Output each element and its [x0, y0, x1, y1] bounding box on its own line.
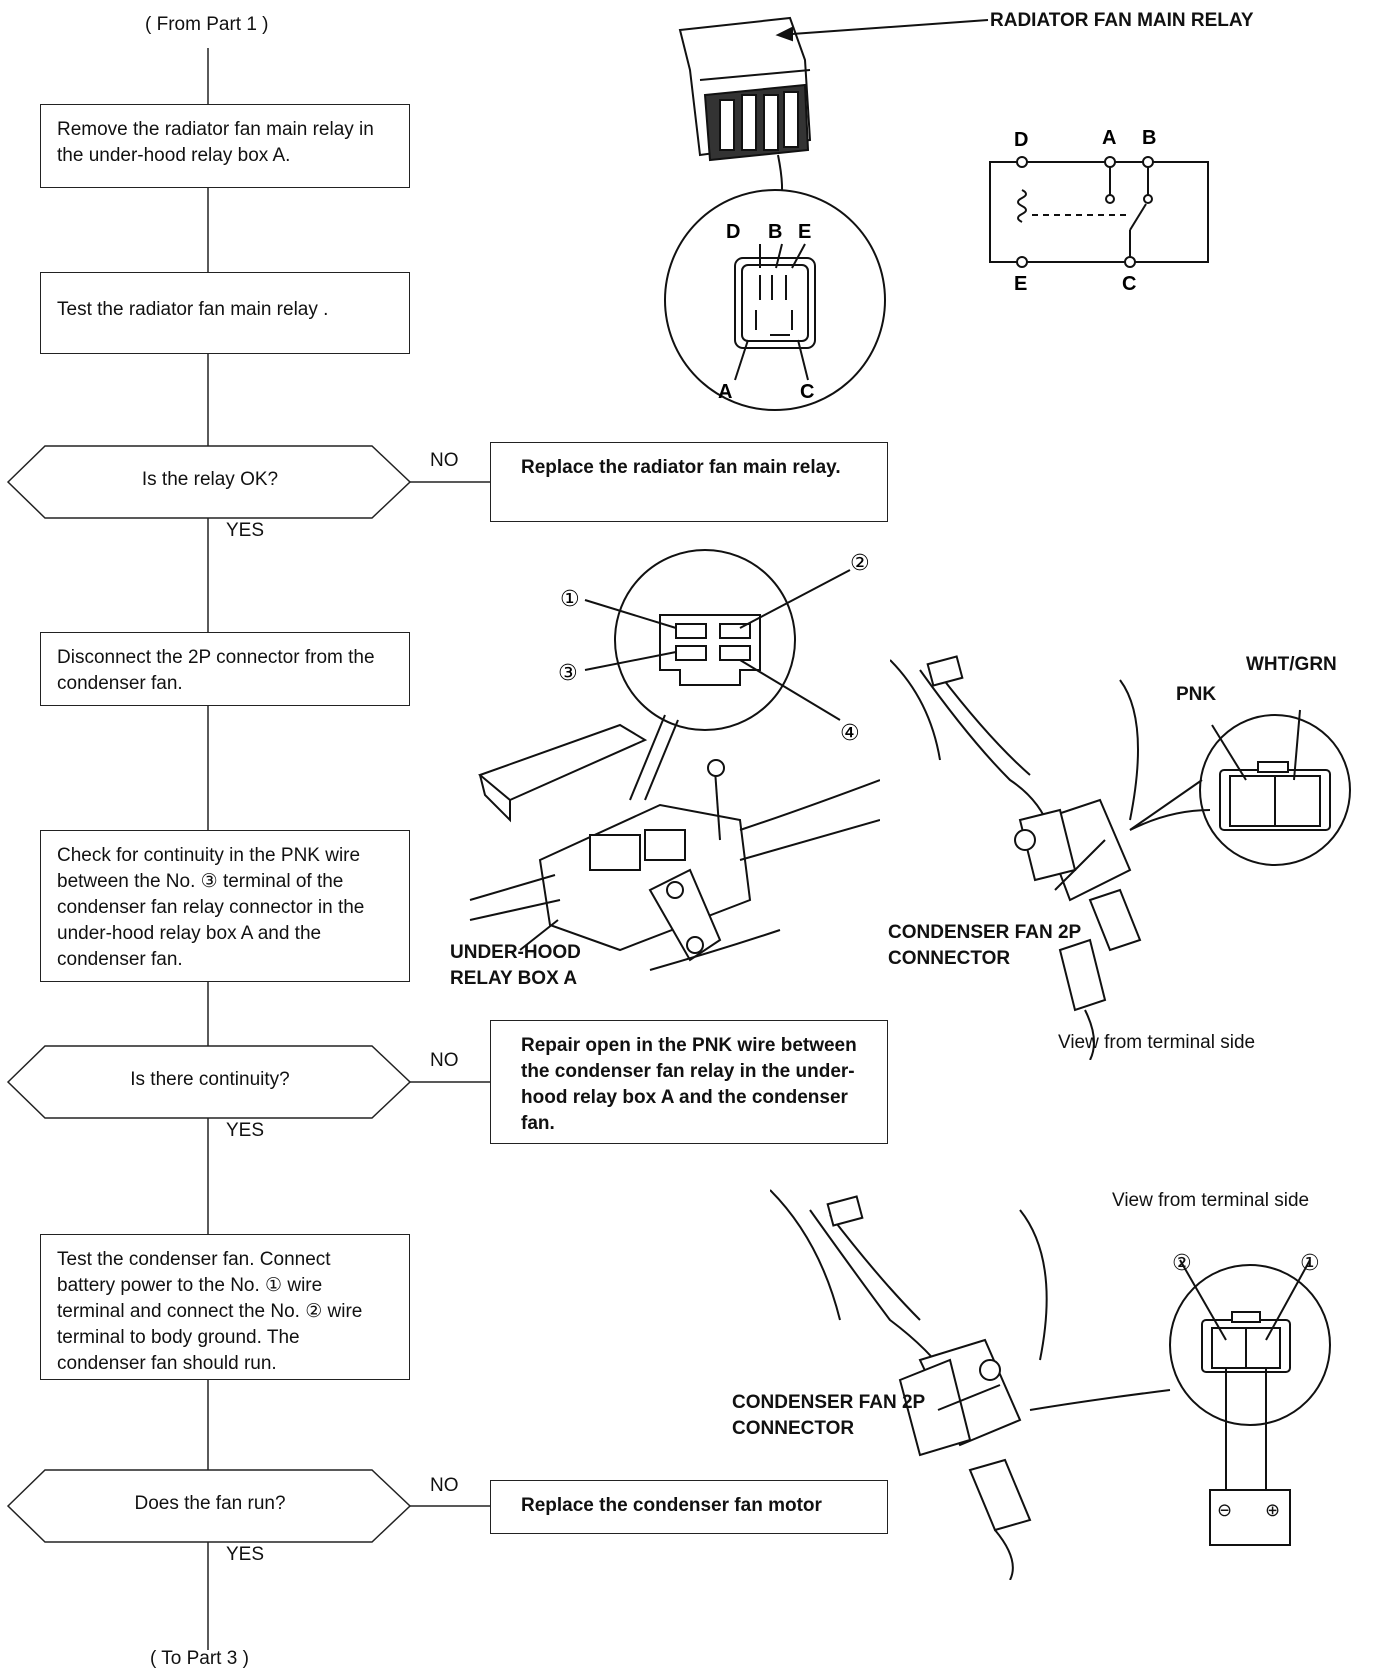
battery-negative-symbol: ⊖: [1217, 1500, 1233, 1520]
socket-letter-b: B: [768, 221, 782, 243]
relay-box-terminal-4: ④: [840, 720, 860, 745]
yes-label-3: YES: [226, 1544, 265, 1565]
pnk-wire-label: PNK: [1176, 684, 1217, 705]
step-test-fan: Test the condenser fan. Connect battery …: [40, 1234, 410, 1380]
schematic-letter-c: C: [1122, 273, 1136, 295]
relay-box-terminal-3: ③: [558, 660, 578, 685]
schematic-letter-d: D: [1014, 129, 1028, 151]
step-test-relay: Test the radiator fan main relay .: [40, 272, 410, 354]
relay-box-terminal-2: ②: [850, 550, 870, 575]
relay-box-label: UNDER-HOOD RELAY BOX A: [450, 942, 581, 989]
view-terminal-side-note-1: View from terminal side: [1058, 1032, 1256, 1053]
connector-illustration-1: [890, 655, 1351, 1060]
no-label-3: NO: [430, 1475, 459, 1496]
to-part-label: ( To Part 3 ): [150, 1648, 249, 1669]
decision-continuity: Is there continuity?: [130, 1069, 290, 1090]
socket-letter-a: A: [718, 381, 732, 403]
no-label-2: NO: [430, 1050, 459, 1071]
relay-title: RADIATOR FAN MAIN RELAY: [990, 10, 1254, 31]
connector-illustration-2: [770, 1189, 1331, 1580]
socket-letter-e: E: [798, 221, 811, 243]
socket-letter-d: D: [726, 221, 740, 243]
from-part-label: ( From Part 1 ): [145, 14, 269, 35]
yes-label-1: YES: [226, 520, 265, 541]
relay-illustration: D B E A C D A B E C: [664, 16, 1209, 411]
view-terminal-side-note-2: View from terminal side: [1112, 1190, 1310, 1211]
schematic-letter-b: B: [1142, 127, 1156, 149]
condenser-connector-label-1: CONDENSER FAN 2P CONNECTOR: [888, 922, 1081, 969]
decision-fan-runs: Does the fan run?: [134, 1493, 286, 1514]
step-remove-relay: Remove the radiator fan main relay in th…: [40, 104, 410, 188]
relay-box-illustration: ① ② ③ ④: [469, 549, 880, 971]
socket-letter-c: C: [800, 381, 814, 403]
condenser-connector-label-2: CONDENSER FAN 2P CONNECTOR: [732, 1392, 925, 1439]
decision-relay-ok: Is the relay OK?: [141, 469, 279, 490]
step-disconnect-connector: Disconnect the 2P connector from the con…: [40, 632, 410, 706]
connector2-terminal-1: ①: [1300, 1250, 1320, 1275]
action-replace-motor: Replace the condenser fan motor: [490, 1480, 888, 1534]
action-repair-wire: Repair open in the PNK wire between the …: [490, 1020, 888, 1144]
step-check-continuity: Check for continuity in the PNK wire bet…: [40, 830, 410, 982]
schematic-letter-a: A: [1102, 127, 1116, 149]
wht-grn-wire-label: WHT/GRN: [1246, 654, 1337, 675]
battery-positive-symbol: ⊕: [1265, 1500, 1281, 1520]
relay-box-terminal-1: ①: [560, 586, 580, 611]
schematic-letter-e: E: [1014, 273, 1027, 295]
yes-label-2: YES: [226, 1120, 265, 1141]
action-replace-relay: Replace the radiator fan main relay.: [490, 442, 888, 522]
no-label-1: NO: [430, 450, 459, 471]
connector2-terminal-2: ②: [1172, 1250, 1192, 1275]
